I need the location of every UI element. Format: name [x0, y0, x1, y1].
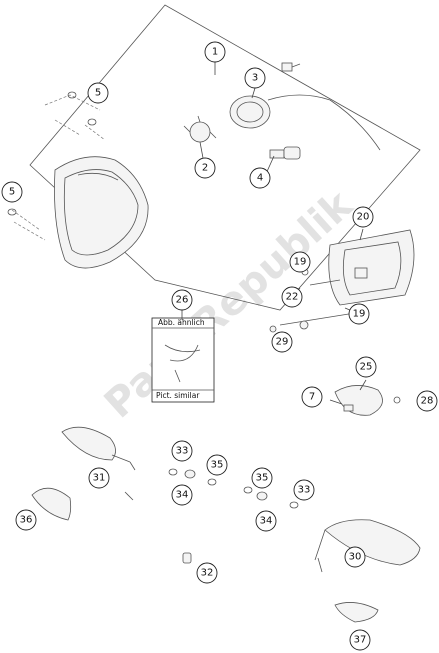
callout-31: 31 — [88, 467, 110, 489]
svg-text:33: 33 — [298, 485, 311, 496]
callout-1: 1 — [204, 41, 226, 63]
callout-2: 2 — [194, 157, 216, 179]
svg-text:29: 29 — [276, 337, 289, 348]
headlight-reflector — [229, 94, 331, 129]
svg-text:28: 28 — [421, 396, 434, 407]
callout-35-left: 35 — [206, 454, 228, 476]
inset-label-bottom: Pict. similar — [156, 391, 200, 400]
svg-text:36: 36 — [20, 515, 33, 526]
svg-text:7: 7 — [309, 392, 315, 403]
license-plate-light — [334, 385, 401, 416]
turn-signal-rear-right — [314, 519, 421, 573]
svg-text:32: 32 — [201, 568, 214, 579]
turn-signal-lens-right — [334, 602, 379, 623]
callout-5-left: 5 — [1, 181, 23, 203]
tail-light-fasteners — [269, 268, 356, 333]
callout-25: 25 — [355, 356, 377, 378]
headlight-assembly-outline — [29, 4, 421, 311]
grommet-left — [7, 208, 17, 216]
svg-text:30: 30 — [349, 552, 362, 563]
headlight-wiring — [329, 99, 381, 151]
svg-text:31: 31 — [93, 473, 106, 484]
callout-30: 30 — [344, 546, 366, 568]
grommet-upper — [67, 91, 77, 99]
callout-34-right: 34 — [255, 510, 277, 532]
callout-4: 4 — [249, 167, 271, 189]
rubber-parts — [168, 468, 299, 509]
tail-light-assembly — [328, 229, 415, 306]
svg-text:5: 5 — [9, 187, 15, 198]
svg-text:37: 37 — [354, 635, 367, 646]
callout-28: 28 — [416, 390, 438, 412]
callout-5-upper: 5 — [87, 82, 109, 104]
turn-signal-bulb — [182, 552, 192, 564]
bulb-holder — [183, 115, 217, 143]
svg-text:19: 19 — [353, 309, 366, 320]
svg-text:5: 5 — [95, 88, 101, 99]
callout-32: 32 — [196, 562, 218, 584]
callout-37: 37 — [349, 629, 371, 651]
svg-text:19: 19 — [294, 257, 307, 268]
callout-36: 36 — [15, 509, 37, 531]
svg-text:35: 35 — [211, 460, 224, 471]
wiring-inset: Abb. ähnlich Pict. similar — [151, 317, 215, 403]
mount-lines-upper — [44, 94, 106, 141]
callout-20: 20 — [352, 206, 374, 228]
grommet-upper-2 — [87, 118, 97, 126]
inset-label-top: Abb. ähnlich — [158, 318, 205, 327]
turn-signal-bracket — [124, 491, 134, 501]
parking-bulb — [281, 62, 301, 72]
svg-text:22: 22 — [286, 292, 299, 303]
svg-text:4: 4 — [257, 173, 263, 184]
main-bulb — [269, 146, 301, 160]
svg-text:2: 2 — [202, 163, 208, 174]
callout-26: 26 — [171, 289, 193, 311]
callout-35-right: 35 — [251, 467, 273, 489]
callout-19-upper: 19 — [289, 251, 311, 273]
turn-signal-front-left — [61, 426, 136, 471]
turn-signal-lens-left — [31, 487, 72, 521]
mount-lines-left — [11, 209, 46, 241]
callout-22: 22 — [281, 286, 303, 308]
callout-3: 3 — [244, 67, 266, 89]
svg-text:33: 33 — [176, 446, 189, 457]
svg-text:34: 34 — [176, 490, 189, 501]
svg-text:25: 25 — [360, 362, 373, 373]
svg-text:35: 35 — [256, 473, 269, 484]
svg-text:20: 20 — [357, 212, 370, 223]
headlight-mask — [54, 156, 149, 269]
callout-7: 7 — [301, 386, 323, 408]
svg-text:1: 1 — [212, 47, 218, 58]
callout-29: 29 — [271, 331, 293, 353]
svg-text:3: 3 — [252, 73, 258, 84]
svg-text:26: 26 — [176, 295, 189, 306]
svg-text:34: 34 — [260, 516, 273, 527]
callout-19-lower: 19 — [348, 303, 370, 325]
callout-33-right: 33 — [293, 479, 315, 501]
callout-34-left: 34 — [171, 484, 193, 506]
callout-33-left: 33 — [171, 440, 193, 462]
